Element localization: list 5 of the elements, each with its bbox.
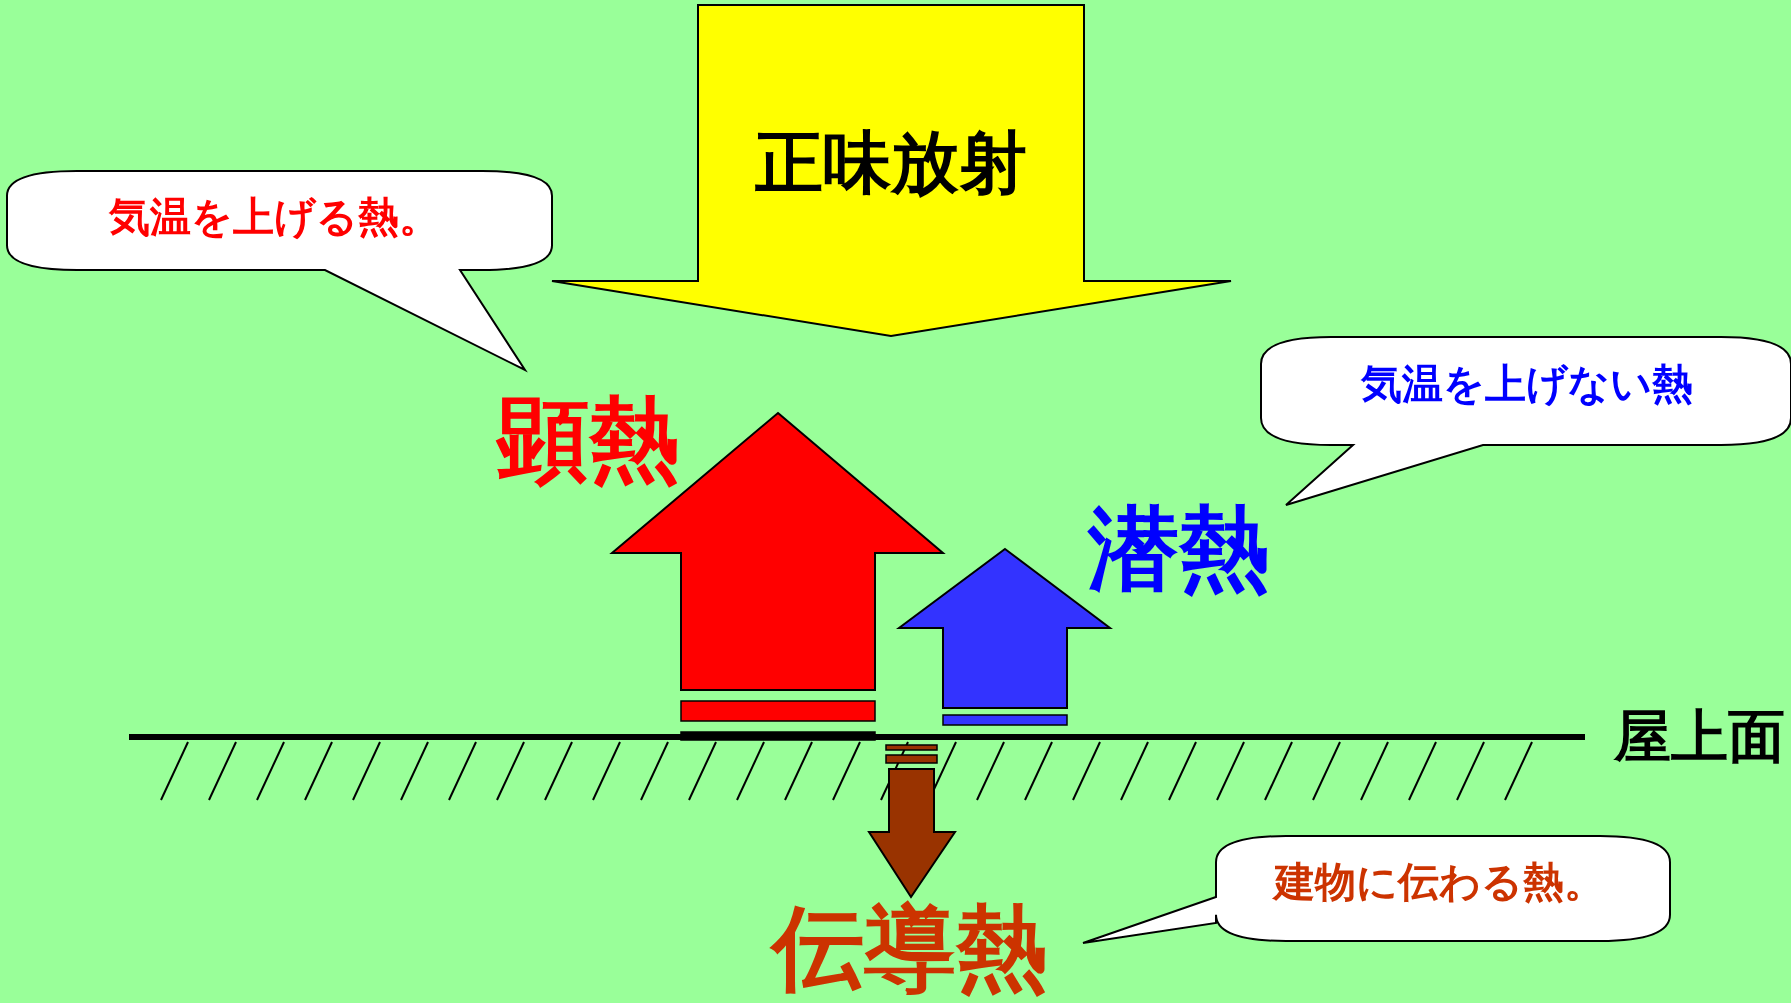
arrow-label: 正味放射 bbox=[755, 129, 1027, 197]
surface-label: 屋上面 bbox=[1614, 708, 1785, 765]
callout-text: 建物に伝わる熱。 bbox=[1273, 861, 1605, 903]
callout-text: 気温を上げない熱 bbox=[1361, 363, 1693, 405]
callout-text: 気温を上げる熱。 bbox=[108, 196, 440, 238]
